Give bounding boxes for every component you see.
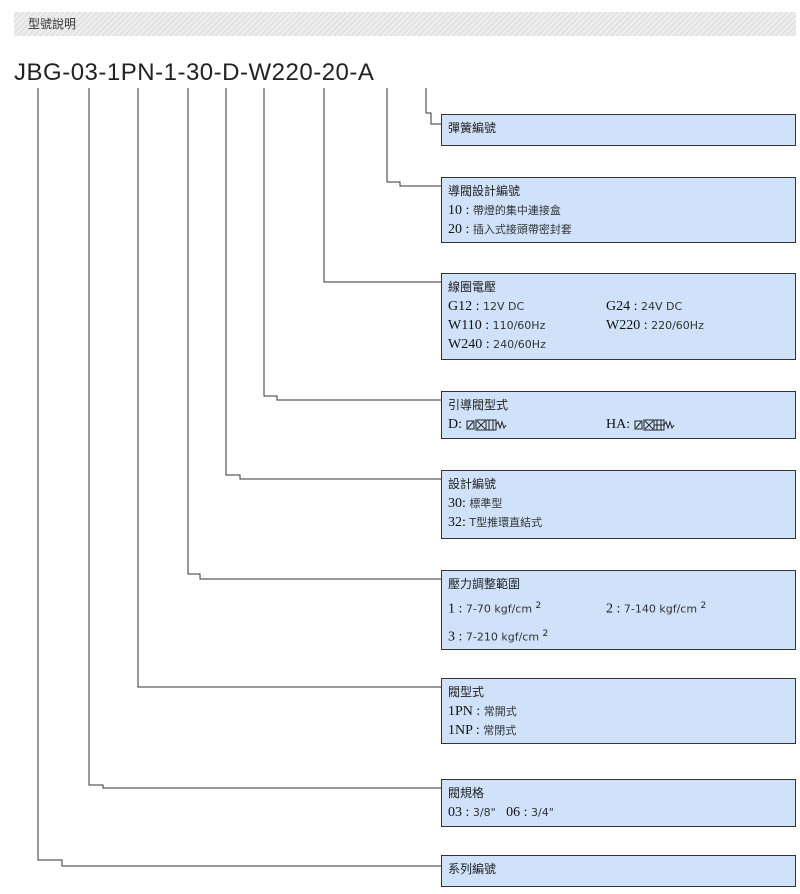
box-title: 閥型式 bbox=[448, 685, 485, 699]
list-item: W240 : 240/60Hz bbox=[448, 337, 546, 352]
box-series: 系列編號 bbox=[441, 855, 796, 887]
code-pilot-design: 20 bbox=[321, 59, 350, 86]
code-spring: A bbox=[357, 59, 375, 86]
box-title: 引導閥型式 bbox=[448, 398, 509, 412]
code-series: JBG bbox=[14, 59, 63, 86]
list-item: 20 : 插入式接頭帶密封套 bbox=[448, 222, 572, 237]
code-pressure: 1 bbox=[163, 59, 178, 86]
box-spring: 彈簧編號 bbox=[441, 114, 796, 146]
list-item: 3 : 7-210 kgf/cm 2 bbox=[448, 628, 549, 645]
code-design: 30 bbox=[185, 59, 214, 86]
box-title: 線圈電壓 bbox=[448, 280, 497, 294]
model-code: JBG-03-1PN-1-30-D-W220-20-A bbox=[14, 59, 374, 87]
box-valve-size: 閥規格 03 : 3/8" 06 : 3/4" bbox=[441, 779, 796, 827]
list-item: W220 : 220/60Hz bbox=[606, 318, 704, 333]
box-pilot-type: 引導閥型式 D: HA: bbox=[441, 391, 796, 439]
code-dash: - bbox=[155, 59, 164, 86]
box-title: 導閥設計編號 bbox=[448, 184, 521, 198]
list-item: 10 : 帶燈的集中連接盒 bbox=[448, 203, 561, 218]
list-item: W110 : 110/60Hz bbox=[448, 318, 546, 333]
box-title: 設計編號 bbox=[448, 477, 497, 491]
list-item: D: bbox=[448, 415, 606, 434]
list-item: 30: 標準型 bbox=[448, 496, 503, 511]
list-item: 03 : 3/8" 06 : 3/4" bbox=[448, 805, 554, 820]
code-voltage: W220 bbox=[248, 59, 314, 86]
code-dash: - bbox=[98, 59, 107, 86]
header-bar: 型號說明 bbox=[14, 12, 796, 36]
box-title: 閥規格 bbox=[448, 786, 485, 800]
code-dash: - bbox=[213, 59, 223, 86]
code-dash: - bbox=[313, 59, 322, 86]
code-size: 03 bbox=[70, 59, 99, 86]
box-title: 壓力調整範圍 bbox=[448, 577, 521, 591]
connector-pressure bbox=[187, 88, 441, 580]
valve-symbol-icon bbox=[634, 419, 675, 431]
code-dash: - bbox=[239, 59, 249, 86]
connector-spring bbox=[425, 88, 441, 125]
code-dash: - bbox=[177, 59, 186, 86]
code-dash: - bbox=[62, 59, 71, 86]
code-dash: - bbox=[349, 59, 358, 86]
list-item: 1NP : 常閉式 bbox=[448, 723, 517, 738]
box-pilot-design: 導閥設計編號 10 : 帶燈的集中連接盒 20 : 插入式接頭帶密封套 bbox=[441, 177, 796, 243]
box-title: 彈簧編號 bbox=[448, 121, 497, 135]
connector-valve-type bbox=[137, 88, 441, 688]
connector-valve-size bbox=[88, 88, 441, 789]
page-title: 型號說明 bbox=[28, 17, 77, 31]
box-title: 系列編號 bbox=[448, 862, 497, 876]
connector-series bbox=[37, 88, 441, 867]
connector-pilot-type bbox=[263, 88, 441, 401]
box-design-no: 設計編號 30: 標準型 32: T型推環直結式 bbox=[441, 470, 796, 539]
box-valve-type: 閥型式 1PN : 常開式 1NP : 常閉式 bbox=[441, 678, 796, 744]
list-item: 32: T型推環直結式 bbox=[448, 515, 543, 530]
list-item: HA: bbox=[606, 415, 678, 434]
box-pressure-range: 壓力調整範圍 1 : 7-70 kgf/cm 2 2 : 7-140 kgf/c… bbox=[441, 570, 796, 650]
list-item: 1PN : 常開式 bbox=[448, 704, 517, 719]
connector-coil-voltage bbox=[323, 88, 441, 283]
connector-pilot-design bbox=[386, 88, 441, 187]
list-item: 2 : 7-140 kgf/cm 2 bbox=[606, 601, 707, 617]
list-item: G24 : 24V DC bbox=[606, 299, 683, 314]
connector-design-no bbox=[225, 88, 441, 480]
box-coil-voltage: 線圈電壓 G12 : 12V DC G24 : 24V DC W110 : 11… bbox=[441, 273, 796, 360]
list-item: 1 : 7-70 kgf/cm 2 bbox=[448, 601, 542, 617]
list-item: G12 : 12V DC bbox=[448, 299, 525, 314]
valve-symbol-icon bbox=[466, 419, 506, 431]
code-valve-type: 1PN bbox=[106, 59, 156, 86]
code-pilot: D bbox=[222, 59, 240, 86]
